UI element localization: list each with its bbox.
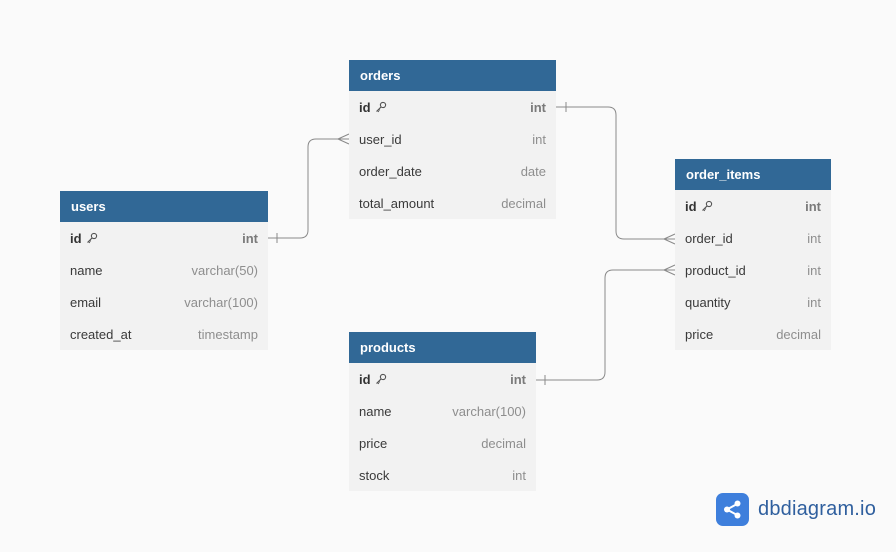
field-type: int <box>510 371 526 387</box>
field-type: varchar(100) <box>452 403 526 419</box>
field-row[interactable]: order_date date <box>349 155 556 187</box>
field-row[interactable]: name varchar(50) <box>60 254 268 286</box>
field-type: timestamp <box>198 326 258 342</box>
table-users[interactable]: users id int name varchar(50) email varc… <box>60 191 268 350</box>
table-products-header[interactable]: products <box>349 332 536 363</box>
field-row[interactable]: id int <box>60 222 268 254</box>
field-name: id <box>359 371 371 387</box>
field-type: decimal <box>481 435 526 451</box>
field-row[interactable]: name varchar(100) <box>349 395 536 427</box>
table-orders[interactable]: orders id int user_id int order_date dat… <box>349 60 556 219</box>
key-icon <box>375 101 387 113</box>
field-type: varchar(50) <box>191 262 258 278</box>
table-users-header[interactable]: users <box>60 191 268 222</box>
field-row[interactable]: created_at timestamp <box>60 318 268 350</box>
field-type: date <box>520 163 546 179</box>
field-name: id <box>359 99 371 115</box>
field-type: int <box>807 294 821 310</box>
field-row[interactable]: price decimal <box>675 318 831 350</box>
field-row[interactable]: id int <box>349 91 556 123</box>
table-products[interactable]: products id int name varchar(100) price … <box>349 332 536 491</box>
relationship-orders-order-items[interactable] <box>556 102 676 245</box>
field-row[interactable]: price decimal <box>349 427 536 459</box>
field-name: id <box>70 230 82 246</box>
field-name: price <box>359 435 388 451</box>
field-name: email <box>70 294 102 310</box>
field-row[interactable]: product_id int <box>675 254 831 286</box>
field-row[interactable]: stock int <box>349 459 536 491</box>
field-row[interactable]: quantity int <box>675 286 831 318</box>
field-name: name <box>70 262 103 278</box>
field-name: user_id <box>359 131 402 147</box>
field-row[interactable]: email varchar(100) <box>60 286 268 318</box>
key-icon <box>375 373 387 385</box>
field-name: order_id <box>685 230 733 246</box>
table-orders-header[interactable]: orders <box>349 60 556 91</box>
table-order-items[interactable]: order_items id int order_id int product_… <box>675 159 831 350</box>
table-order-items-header[interactable]: order_items <box>675 159 831 190</box>
field-name: stock <box>359 467 390 483</box>
field-type: int <box>807 262 821 278</box>
field-type: decimal <box>776 326 821 342</box>
field-name: order_date <box>359 163 422 179</box>
field-type: int <box>530 99 546 115</box>
field-row[interactable]: id int <box>349 363 536 395</box>
field-type: int <box>807 230 821 246</box>
dbdiagram-logo[interactable]: dbdiagram.io <box>716 493 876 526</box>
key-icon <box>86 232 98 244</box>
relationship-users-orders[interactable] <box>268 133 350 243</box>
field-type: decimal <box>501 195 546 211</box>
field-name: created_at <box>70 326 132 342</box>
field-name: product_id <box>685 262 746 278</box>
field-name: name <box>359 403 392 419</box>
field-name: quantity <box>685 294 731 310</box>
field-name: total_amount <box>359 195 435 211</box>
logo-text: dbdiagram.io <box>758 498 877 520</box>
key-icon <box>701 200 713 212</box>
field-row[interactable]: order_id int <box>675 222 831 254</box>
field-name: price <box>685 326 714 342</box>
field-type: int <box>242 230 258 246</box>
relationship-products-order-items[interactable] <box>536 264 676 385</box>
field-row[interactable]: id int <box>675 190 831 222</box>
field-type: int <box>532 131 546 147</box>
field-row[interactable]: user_id int <box>349 123 556 155</box>
field-type: int <box>805 198 821 214</box>
field-type: int <box>512 467 526 483</box>
field-row[interactable]: total_amount decimal <box>349 187 556 219</box>
field-type: varchar(100) <box>184 294 258 310</box>
share-nodes-icon <box>716 493 749 526</box>
field-name: id <box>685 198 697 214</box>
